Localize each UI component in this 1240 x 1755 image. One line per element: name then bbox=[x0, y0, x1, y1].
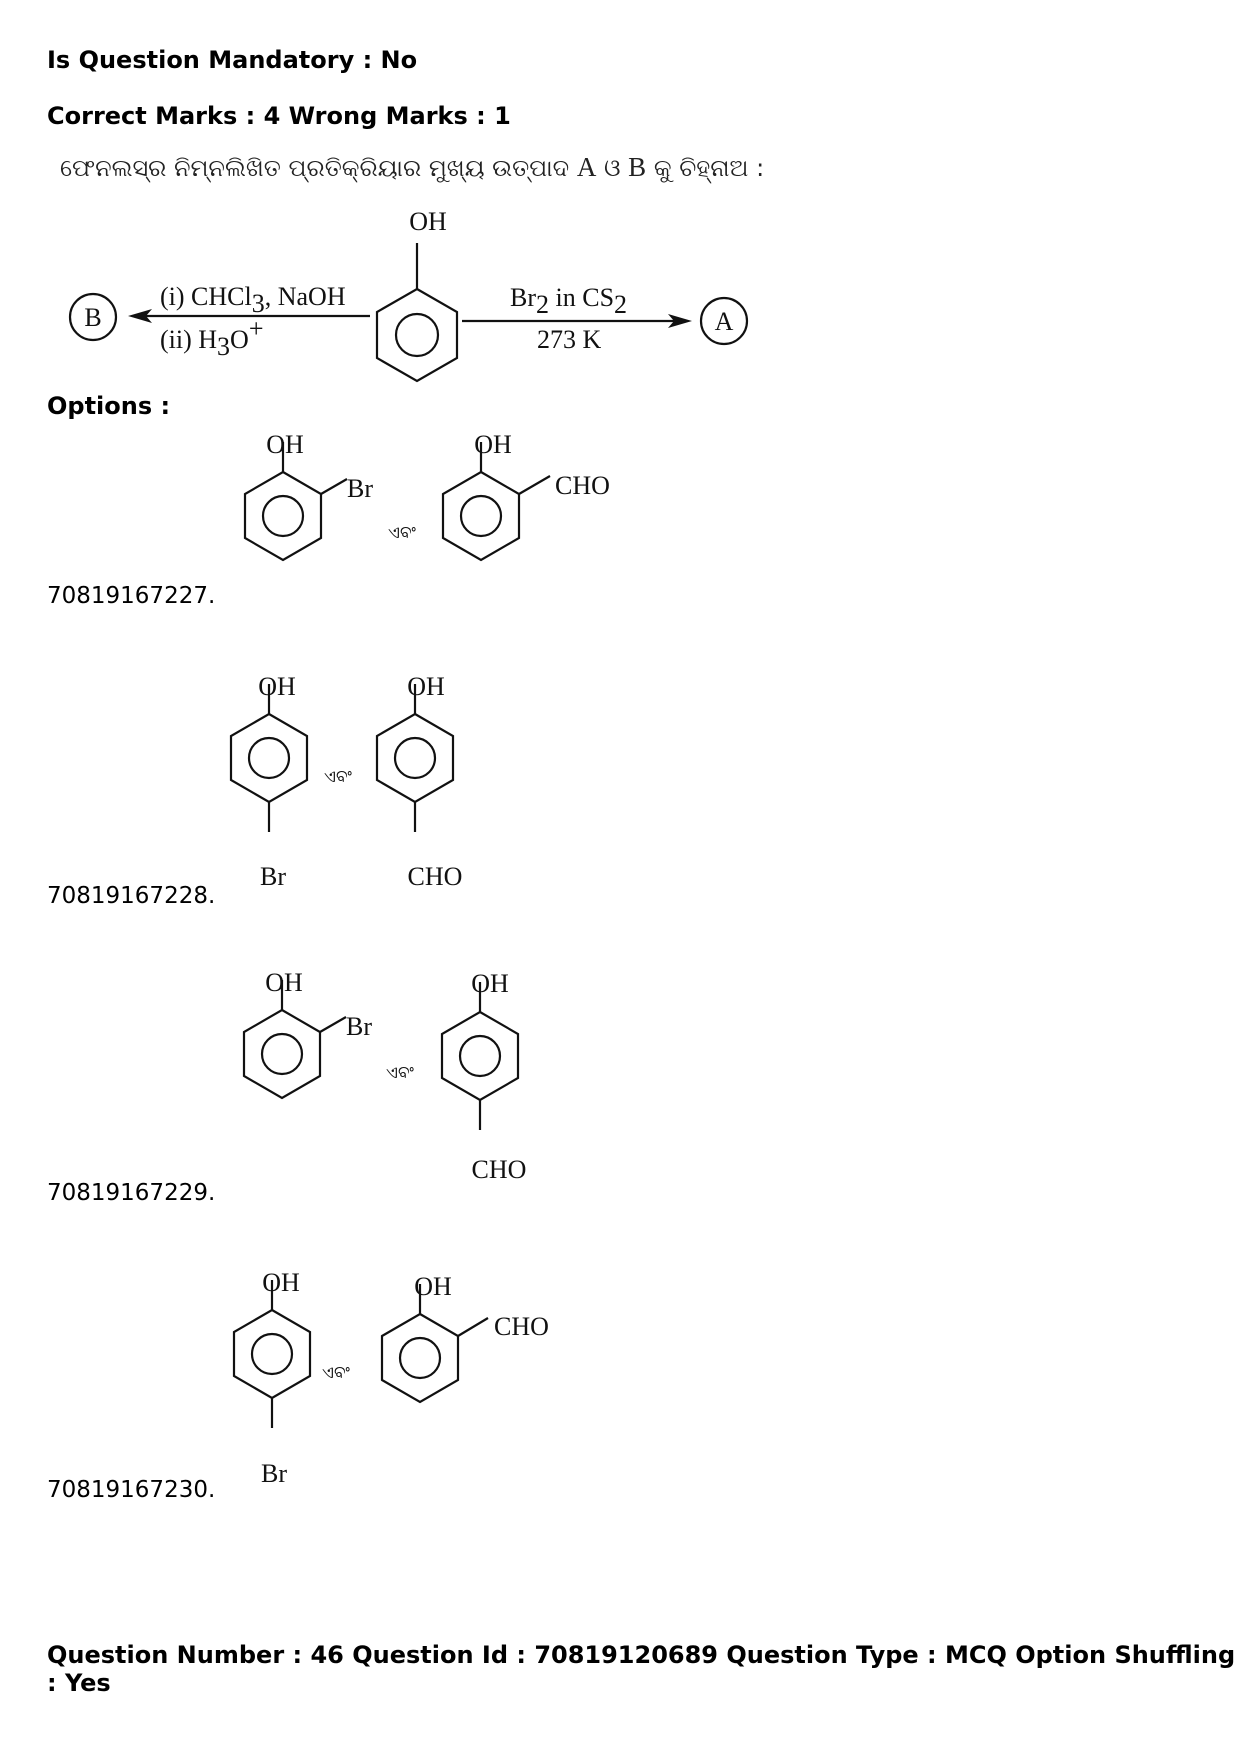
option-2-id: 70819167228. bbox=[47, 883, 216, 909]
reaction-scheme: OH (i) CHCl3, NaOH (ii) H3O+ Br2 in CS2 … bbox=[68, 207, 749, 383]
option-1-conjunction: ଏବଂ bbox=[388, 523, 417, 543]
phenol-oh-label: OH bbox=[409, 207, 447, 236]
option-1-first-side-label: Br bbox=[347, 474, 373, 503]
question-text: ଫେନଲସ୍‌ର ନିମ୍ନଲିଖିତ ପ୍ରତିକ୍ରିୟାର ମୁଖ୍ୟ ଉ… bbox=[60, 152, 764, 183]
option-2-second-molecule: OH CHO bbox=[375, 672, 463, 891]
question-odia-2: ଓ bbox=[603, 154, 621, 182]
option-4-conjunction: ଏବଂ bbox=[322, 1363, 351, 1383]
option-3-second-molecule: OH CHO bbox=[440, 969, 527, 1184]
option-1-structures: OH Br ଏବଂ OH CHO bbox=[243, 430, 610, 562]
product-b-circle bbox=[68, 292, 118, 342]
option-2-structures: OH Br ଏବଂ OH CHO bbox=[229, 672, 463, 891]
option-3-second-bottom-label: CHO bbox=[472, 1155, 527, 1184]
option-1-first-molecule: OH Br bbox=[243, 430, 373, 562]
right-reagent-1: Br2 in CS2 bbox=[510, 283, 627, 319]
option-4-id: 70819167230. bbox=[47, 1477, 216, 1503]
option-2-first-top-label: OH bbox=[258, 672, 296, 701]
product-b-label: B bbox=[84, 303, 101, 332]
option-3-first-top-label: OH bbox=[265, 968, 303, 997]
option-3-conjunction: ଏବଂ bbox=[386, 1063, 415, 1083]
option-4-second-molecule: OH CHO bbox=[380, 1272, 549, 1404]
option-4-structures: OH Br ଏବଂ OH CHO bbox=[232, 1268, 549, 1488]
option-2-first-molecule: OH Br bbox=[229, 672, 309, 891]
option-3-first-molecule: OH Br bbox=[242, 968, 372, 1100]
left-arrow bbox=[128, 309, 370, 323]
option-2-conjunction: ଏବଂ bbox=[324, 767, 353, 787]
option-3-id: 70819167229. bbox=[47, 1180, 216, 1206]
option-3-structures: OH Br ଏବଂ OH CHO bbox=[242, 968, 527, 1184]
phenol-structure: OH bbox=[375, 207, 459, 383]
option-1-second-top-label: OH bbox=[474, 430, 512, 459]
option-4-second-top-label: OH bbox=[414, 1272, 452, 1301]
option-2-second-bottom-label: CHO bbox=[408, 862, 463, 891]
option-3-second-top-label: OH bbox=[471, 969, 509, 998]
option-4-second-side-label: CHO bbox=[494, 1312, 549, 1341]
option-2-second-top-label: OH bbox=[407, 672, 445, 701]
right-arrow bbox=[462, 314, 692, 328]
product-a-label: A bbox=[715, 307, 734, 336]
option-4-first-top-label: OH bbox=[262, 1268, 300, 1297]
left-reagent-1: (i) CHCl3, NaOH bbox=[160, 282, 346, 318]
option-1-second-molecule: OH CHO bbox=[441, 430, 610, 562]
question-odia-1: ଫେନଲସ୍‌ର ନିମ୍ନଲିଖିତ ପ୍ରତିକ୍ରିୟାର ମୁଖ୍ୟ ଉ… bbox=[60, 154, 570, 182]
marks-label: Correct Marks : 4 Wrong Marks : 1 bbox=[47, 102, 511, 130]
option-4-first-bottom-label: Br bbox=[261, 1459, 287, 1488]
product-a-circle bbox=[699, 296, 749, 346]
question-footer: Question Number : 46 Question Id : 70819… bbox=[47, 1641, 1236, 1697]
question-label-b: B bbox=[628, 152, 647, 182]
option-1-first-top-label: OH bbox=[266, 430, 304, 459]
options-label: Options : bbox=[47, 392, 171, 420]
left-reagent-2: (ii) H3O+ bbox=[160, 314, 264, 361]
question-label-a: A bbox=[576, 152, 597, 182]
right-reagent-2: 273 K bbox=[537, 325, 602, 354]
option-1-id: 70819167227. bbox=[47, 583, 216, 609]
option-1-second-side-label: CHO bbox=[555, 471, 610, 500]
question-odia-3: କୁ ଚିହ୍ନାଅ : bbox=[653, 154, 765, 182]
mandatory-label: Is Question Mandatory : No bbox=[47, 46, 418, 74]
option-3-first-side-label: Br bbox=[346, 1012, 372, 1041]
option-2-first-bottom-label: Br bbox=[260, 862, 286, 891]
option-4-first-molecule: OH Br bbox=[232, 1268, 312, 1488]
